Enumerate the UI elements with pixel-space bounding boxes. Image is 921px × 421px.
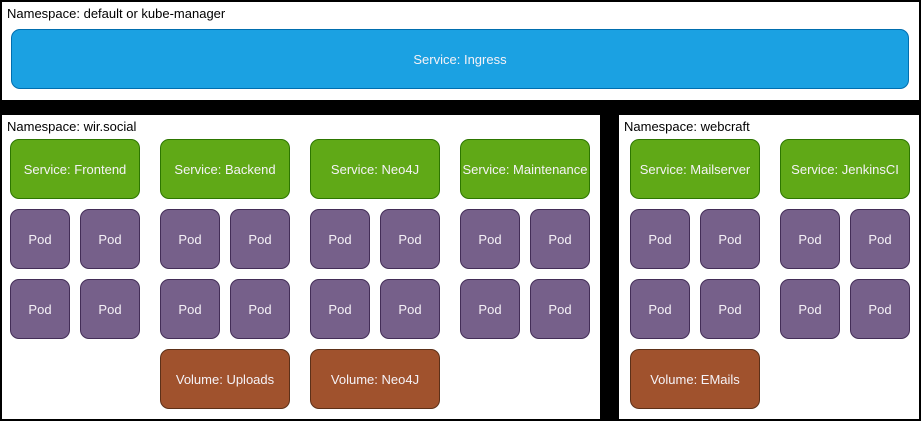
service-box: Service: Maintenance <box>460 139 590 199</box>
pod-box: Pod <box>80 279 140 339</box>
pod-box: Pod <box>460 279 520 339</box>
pod-box: Pod <box>10 209 70 269</box>
pod-box: Pod <box>850 209 910 269</box>
pod-box: Pod <box>310 209 370 269</box>
namespace-label: Namespace: webcraft <box>624 119 750 134</box>
pod-box: Pod <box>230 279 290 339</box>
pod-box: Pod <box>310 279 370 339</box>
pod-box: Pod <box>380 279 440 339</box>
ingress-service-box: Service: Ingress <box>11 29 909 89</box>
pod-box: Pod <box>780 279 840 339</box>
pod-box: Pod <box>700 209 760 269</box>
service-box: Service: Frontend <box>10 139 140 199</box>
service-box: Service: JenkinsCI <box>780 139 910 199</box>
pod-box: Pod <box>630 209 690 269</box>
pod-box: Pod <box>780 209 840 269</box>
pod-box: Pod <box>80 209 140 269</box>
pod-box: Pod <box>460 209 520 269</box>
pod-box: Pod <box>160 279 220 339</box>
pod-box: Pod <box>530 209 590 269</box>
namespace-box-default: Namespace: default or kube-manager Servi… <box>2 2 919 100</box>
volume-box: Volume: Uploads <box>160 349 290 409</box>
pod-box: Pod <box>850 279 910 339</box>
service-box: Service: Neo4J <box>310 139 440 199</box>
service-box: Service: Backend <box>160 139 290 199</box>
pod-box: Pod <box>700 279 760 339</box>
pod-box: Pod <box>530 279 590 339</box>
namespace-box-webcraft: Namespace: webcraft Service: Mailserver … <box>619 115 919 419</box>
namespace-box-wir-social: Namespace: wir.social Service: Frontend … <box>2 115 600 419</box>
namespace-label: Namespace: wir.social <box>7 119 137 134</box>
pod-box: Pod <box>230 209 290 269</box>
pod-box: Pod <box>630 279 690 339</box>
pod-box: Pod <box>10 279 70 339</box>
pod-box: Pod <box>160 209 220 269</box>
volume-box: Volume: EMails <box>630 349 760 409</box>
pod-box: Pod <box>380 209 440 269</box>
namespace-label: Namespace: default or kube-manager <box>7 6 226 21</box>
service-box: Service: Mailserver <box>630 139 760 199</box>
volume-box: Volume: Neo4J <box>310 349 440 409</box>
